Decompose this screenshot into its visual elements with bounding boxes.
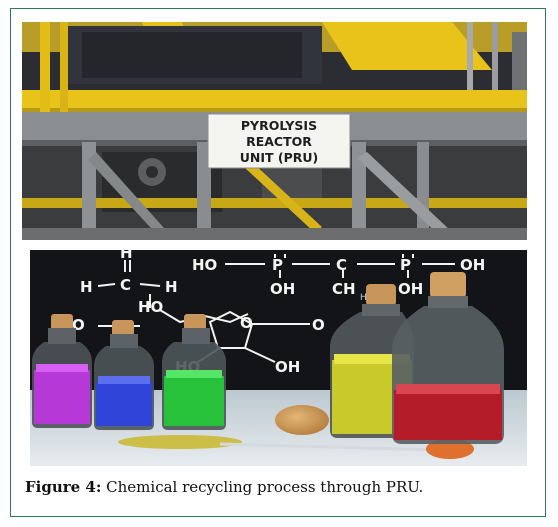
atom-ho-mid: HO [138, 298, 163, 316]
atom-p-1: P [272, 256, 283, 274]
atom-o-side: O [312, 316, 325, 334]
reactor-photo: PYROLYSIS REACTOR UNIT (PRU) [22, 22, 527, 240]
atom-p-2: P [400, 256, 411, 274]
caption-text: Chemical recycling process through PRU. [101, 478, 424, 496]
atom-h-right: H [165, 278, 178, 296]
atom-o-ring: O [240, 314, 253, 332]
blue-bottle [94, 320, 154, 430]
atom-oh-2: OH [398, 280, 423, 298]
atom-c-left: C [120, 276, 131, 294]
atom-h-left: H [80, 278, 93, 296]
chemistry-photo: H C H H HO P C P OH OH CH OH HO O O O HO… [30, 250, 527, 466]
atom-oh-top: OH [460, 256, 485, 274]
atom-ho-top: HO [192, 256, 217, 274]
caption-label: Figure 4: [25, 478, 102, 496]
atom-oh-low: OH [275, 358, 300, 376]
sign-line-2: REACTOR [246, 134, 312, 149]
atom-ch: CH [332, 280, 356, 298]
purple-bottle [32, 314, 92, 428]
green-bottle [162, 314, 226, 430]
atom-oh-1: OH [270, 280, 295, 298]
atom-h-top: H [120, 250, 133, 262]
sign-line-3: UNIT (PRU) [240, 150, 319, 165]
atom-c-mid: C [336, 256, 347, 274]
red-bottle [392, 272, 504, 444]
sign-line-1: PYROLYSIS [241, 118, 317, 133]
figure-caption: Figure 4: Chemical recycling process thr… [25, 478, 535, 506]
